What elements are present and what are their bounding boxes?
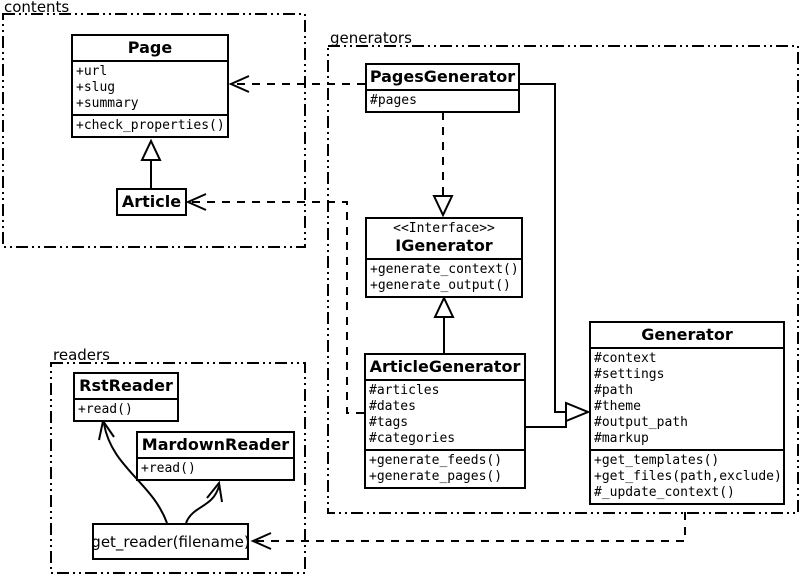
class-rstreader-methods: +read()	[75, 398, 177, 420]
open-arrowhead-icon	[250, 532, 272, 550]
class-igenerator-name: IGenerator	[395, 236, 493, 255]
function-get-reader: get_reader(filename)	[91, 523, 250, 560]
open-arrowhead-icon	[206, 480, 223, 503]
attribute: #tags	[369, 415, 409, 430]
class-igenerator-methods: +generate_context() +generate_output()	[367, 258, 521, 296]
package-contents-border	[2, 13, 306, 248]
class-mardownreader: MardownReader +read()	[136, 431, 295, 481]
hollow-triangle-icon	[432, 195, 454, 218]
class-articlegenerator-title: ArticleGenerator	[369, 357, 521, 376]
arrow-getreader-mardownreader	[185, 485, 220, 524]
method: +generate_context()	[370, 262, 519, 277]
class-page: Page +url +slug +summary +check_properti…	[71, 34, 229, 138]
dependency-articlegenerator-article	[190, 201, 364, 414]
method: +generate_feeds()	[369, 453, 503, 468]
method: +get_files(path,exclude)	[594, 469, 782, 484]
class-mardownreader-title: MardownReader	[141, 435, 290, 454]
hollow-triangle-icon	[140, 138, 162, 161]
package-label-contents: contents	[4, 0, 70, 16]
method: +get_templates()	[594, 453, 720, 468]
class-rstreader-title: RstReader	[79, 376, 173, 395]
method: +generate_output()	[370, 278, 511, 293]
package-generators-border	[327, 45, 799, 514]
attribute: #categories	[369, 431, 456, 446]
attribute: #dates	[369, 399, 416, 414]
class-rstreader: RstReader +read()	[73, 372, 179, 422]
class-generator: Generator #context #settings #path #them…	[589, 321, 785, 505]
attribute: #pages	[370, 93, 417, 108]
class-pagesgenerator: PagesGenerator #pages	[365, 63, 520, 113]
class-article-title: Article	[121, 192, 182, 211]
method: +generate_pages()	[369, 469, 503, 484]
class-generator-title: Generator	[641, 325, 733, 344]
class-articlegenerator: ArticleGenerator #articles #dates #tags …	[364, 353, 526, 489]
open-arrowhead-icon	[228, 75, 250, 93]
dependency-generator-getreader	[254, 497, 686, 542]
class-generator-methods: +get_templates() +get_files(path,exclude…	[591, 449, 783, 503]
class-pagesgenerator-title: PagesGenerator	[369, 67, 516, 86]
attribute: #path	[594, 383, 634, 398]
attribute: #output_path	[594, 415, 688, 430]
class-igenerator: <<Interface>> IGenerator +generate_conte…	[365, 217, 523, 298]
attribute: #settings	[594, 367, 665, 382]
attribute: #theme	[594, 399, 641, 414]
hollow-triangle-icon	[433, 295, 455, 318]
open-arrowhead-icon	[185, 193, 207, 211]
class-generator-attributes: #context #settings #path #theme #output_…	[591, 347, 783, 449]
attribute: #articles	[369, 383, 440, 398]
method: +read()	[78, 402, 133, 417]
hollow-triangle-icon	[565, 401, 591, 423]
method: +read()	[141, 461, 196, 476]
attribute: +slug	[76, 80, 116, 95]
class-page-title: Page	[127, 38, 173, 57]
package-label-readers: readers	[53, 346, 110, 364]
class-page-methods: +check_properties()	[73, 114, 227, 136]
arrow-getreader-rstreader	[103, 423, 168, 524]
class-articlegenerator-attributes: #articles #dates #tags #categories	[366, 379, 524, 449]
attribute: +url	[76, 64, 108, 79]
class-pagesgenerator-attributes: #pages	[367, 89, 518, 111]
method: +check_properties()	[76, 118, 225, 133]
function-get-reader-label: get_reader(filename)	[91, 532, 250, 551]
class-mardownreader-methods: +read()	[138, 457, 293, 479]
class-articlegenerator-methods: +generate_feeds() +generate_pages()	[366, 449, 524, 487]
attribute: #markup	[594, 431, 649, 446]
method: #_update_context()	[594, 485, 735, 500]
attribute: #context	[594, 351, 657, 366]
package-readers-border	[50, 362, 306, 574]
class-page-attributes: +url +slug +summary	[73, 60, 227, 114]
package-label-generators: generators	[330, 29, 412, 47]
class-article: Article	[116, 188, 187, 216]
class-igenerator-stereotype: <<Interface>>	[393, 221, 495, 236]
generalization-pagesgenerator-generator	[520, 83, 565, 413]
attribute: +summary	[76, 96, 139, 111]
class-igenerator-title: <<Interface>> IGenerator	[367, 219, 521, 258]
generalization-articlegenerator-generator	[526, 413, 567, 428]
